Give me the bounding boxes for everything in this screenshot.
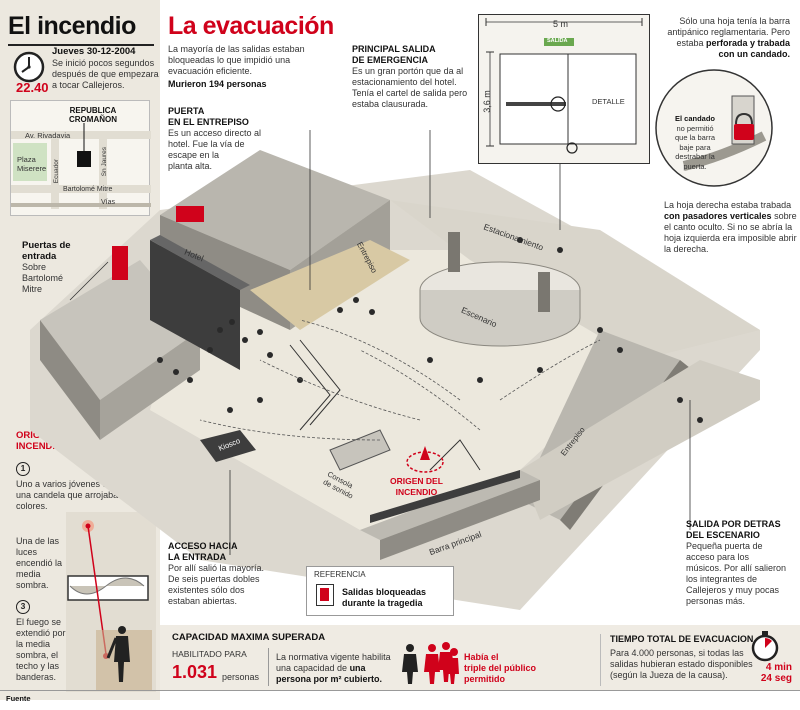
blocked-door (176, 206, 204, 222)
origin-illustration (66, 512, 156, 692)
capacity-title: CAPACIDAD MAXIMA SUPERADA (172, 632, 326, 643)
fire-date-desc: Se inició pocos segundos después de que … (52, 58, 159, 90)
callout-puerta-desc: Es un acceso directo al hotel. Fue la ví… (168, 128, 262, 171)
map-plaza-label: Plaza Miserere (17, 155, 47, 173)
callout-principal-desc: Es un gran portón que da al estacionamie… (352, 66, 468, 109)
footer-rule (0, 690, 800, 691)
habilitado-unit: personas (222, 672, 260, 682)
entrance-title: Puertas de entrada (22, 240, 71, 262)
kiosco (200, 430, 256, 462)
step-1-desc: Uno a varios jóvenes encendieron una can… (16, 479, 155, 511)
evac-intro: La mayoría de las salidas estaban bloque… (168, 44, 305, 76)
evac-time-title: TIEMPO TOTAL DE EVACUACION (610, 634, 754, 644)
norm-text: La normativa vigente habilita una capaci… (276, 652, 391, 684)
bar-wall (360, 470, 540, 540)
legend-door-swatch (316, 584, 334, 606)
detail-height-label: 3,6 m (481, 90, 492, 113)
crowd-icon (402, 642, 459, 684)
step-2-desc: Una de las luces encendió la media sombr… (16, 536, 63, 590)
callout-principal-title: PRINCIPAL SALIDA DE EMERGENCIA (352, 44, 436, 65)
callout-acceso-title: ACCESO HACIA LA ENTRADA (168, 541, 238, 562)
legend-desc: Salidas bloqueadas durante la tragedia (342, 587, 427, 608)
legend-title: REFERENCIA (314, 570, 366, 579)
evac-min: 4 min (765, 662, 792, 673)
map-street-rivadavia: Av. Rivadavia (25, 131, 71, 140)
clock-icon (13, 51, 45, 83)
location-map: REPUBLICA CROMAÑON Av. Rivadavia Plaza M… (10, 100, 151, 216)
blocked-door (112, 246, 128, 280)
note-hoja-derecha: La hoja derecha estaba trabada con pasad… (664, 200, 797, 254)
callout-acceso-desc: Por allí salió la mayoría. De seis puert… (168, 563, 265, 606)
lock-detail-circle (655, 69, 773, 187)
detail-tag: DETALLE (592, 97, 625, 106)
person-icon (402, 644, 418, 684)
section-title-incendio: El incendio (8, 12, 136, 40)
padlock-icon (734, 112, 754, 140)
floor-plan-diagram (30, 130, 760, 610)
fire-date: Jueves 30-12-2004 (52, 46, 136, 57)
map-rail-label: Vías (101, 199, 116, 206)
habilitado-value: 1.031 (172, 662, 218, 682)
footer-source: Fuente (6, 694, 31, 703)
sound-console (329, 429, 391, 471)
bottom-divider-2 (600, 634, 601, 686)
bottom-divider (268, 648, 269, 686)
detail-exit-sign: SALIDA (547, 38, 568, 44)
note-candado: El candado no permitió que la barra baje… (674, 114, 716, 171)
entrance-desc: Sobre Bartolomé Mitre (22, 262, 64, 294)
section-title-evacuacion: La evacuación (168, 12, 334, 40)
evac-seg: 24 seg (760, 673, 792, 684)
callout-puerta-title: PUERTA EN EL ENTREPISO (168, 106, 249, 127)
entrepiso-platform (250, 240, 410, 330)
label-fire-origin: ORIGEN DEL INCENDIO (390, 476, 443, 497)
triple-text: Había el triple del público permitido (464, 652, 537, 684)
title-rule (8, 44, 154, 46)
step-3-badge: 3 (16, 600, 30, 614)
door-detail-drawing (485, 18, 643, 154)
fire-time: 22.40 (16, 80, 49, 95)
habilitado-label: HABILITADO PARA (172, 649, 247, 659)
note-hoja: Sólo una hoja tenía la barra antipánico … (667, 16, 790, 59)
evac-deaths: Murieron 194 personas (168, 79, 267, 89)
map-venue-label: REPUBLICA CROMAÑON (69, 106, 117, 124)
evac-time-desc: Para 4.000 personas, si todas las salida… (610, 648, 753, 680)
bottom-bar (160, 625, 800, 691)
detail-width-label: 5 m (553, 19, 569, 29)
callout-salida-detras-title: SALIDA POR DETRAS DEL ESCENARIO (686, 519, 781, 540)
map-street-mitre: Bartolomé Mitre (63, 186, 113, 193)
callout-salida-detras-desc: Pequeña puerta de acceso para los músico… (686, 541, 787, 606)
step-1-badge: 1 (16, 462, 30, 476)
step-3-desc: El fuego se extendió por la media sombra… (16, 617, 66, 682)
stopwatch-icon (751, 631, 779, 662)
person-icon (106, 626, 130, 682)
hotel-block (160, 150, 390, 270)
